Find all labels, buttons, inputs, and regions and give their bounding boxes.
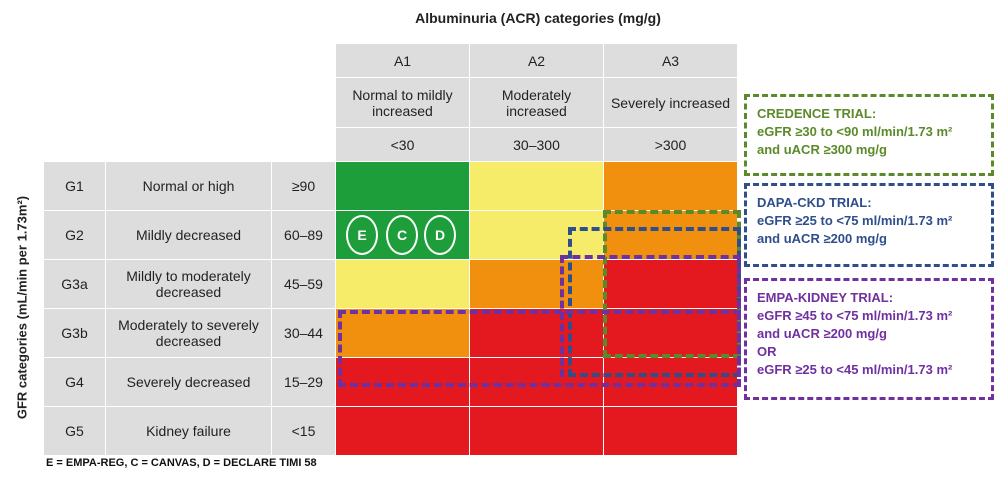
dapa-line-2: and uACR ≥200 mg/g	[757, 231, 887, 246]
risk-cell-yellow	[470, 211, 604, 260]
row-label-code: G3b	[44, 309, 106, 358]
row-label-range: <15	[272, 407, 336, 456]
credence-trial-box: CREDENCE TRIAL: eGFR ≥30 to <90 ml/min/1…	[744, 94, 994, 176]
risk-cell-red	[470, 309, 604, 358]
column-header-desc: Moderately increased	[470, 78, 604, 128]
risk-cell-orange	[604, 211, 738, 260]
risk-cell-yellow	[336, 260, 470, 309]
row-label-desc: Moderately to severely decreased	[106, 309, 272, 358]
column-header-code: A3	[604, 44, 738, 78]
chart-title: Albuminuria (ACR) categories (mg/g)	[415, 10, 661, 26]
row-label-desc: Normal or high	[106, 162, 272, 211]
risk-cell-yellow	[470, 162, 604, 211]
credence-line-1: eGFR ≥30 to <90 ml/min/1.73 m²	[757, 124, 953, 139]
risk-cell-red	[336, 358, 470, 407]
trial-marker-d: D	[424, 215, 456, 255]
empa-line-1: eGFR ≥45 to <75 ml/min/1.73 m²	[757, 308, 953, 323]
risk-cell-red	[336, 407, 470, 456]
row-label-desc: Mildly to moderately decreased	[106, 260, 272, 309]
risk-cell-orange	[336, 309, 470, 358]
row-label-desc: Kidney failure	[106, 407, 272, 456]
risk-cell-red	[604, 358, 738, 407]
dapa-trial-box: DAPA-CKD TRIAL: eGFR ≥25 to <75 ml/min/1…	[744, 183, 994, 267]
empa-line-3: OR	[757, 344, 777, 359]
y-axis-label: GFR categories (mL/min per 1.73m²)	[14, 195, 30, 420]
empa-trial-box: EMPA-KIDNEY TRIAL: eGFR ≥45 to <75 ml/mi…	[744, 278, 994, 400]
footnote: E = EMPA-REG, C = CANVAS, D = DECLARE TI…	[46, 457, 317, 469]
column-header-range: >300	[604, 128, 738, 162]
column-header-code: A2	[470, 44, 604, 78]
row-label-range: 15–29	[272, 358, 336, 407]
empa-line-4: eGFR ≥25 to <45 ml/min/1.73 m²	[757, 362, 953, 377]
trial-marker-c: C	[386, 215, 418, 255]
row-label-code: G2	[44, 211, 106, 260]
row-label-range: 45–59	[272, 260, 336, 309]
row-label-range: 60–89	[272, 211, 336, 260]
risk-cell-orange	[604, 162, 738, 211]
row-label-code: G5	[44, 407, 106, 456]
row-label-range: 30–44	[272, 309, 336, 358]
column-header-desc: Severely increased	[604, 78, 738, 128]
credence-title: CREDENCE TRIAL:	[757, 106, 877, 121]
row-label-code: G4	[44, 358, 106, 407]
dapa-line-1: eGFR ≥25 to <75 ml/min/1.73 m²	[757, 213, 953, 228]
column-header-code: A1	[336, 44, 470, 78]
risk-cell-red	[604, 309, 738, 358]
credence-line-2: and uACR ≥300 mg/g	[757, 142, 887, 157]
risk-cell-green	[336, 162, 470, 211]
column-header-desc: Normal to mildly increased	[336, 78, 470, 128]
column-header-range: <30	[336, 128, 470, 162]
row-label-range: ≥90	[272, 162, 336, 211]
dapa-title: DAPA-CKD TRIAL:	[757, 195, 872, 210]
row-label-desc: Mildly decreased	[106, 211, 272, 260]
row-label-code: G3a	[44, 260, 106, 309]
risk-cell-red	[470, 358, 604, 407]
risk-cell-red	[604, 407, 738, 456]
risk-cell-red	[470, 407, 604, 456]
trial-marker-e: E	[346, 215, 378, 255]
empa-line-2: and uACR ≥200 mg/g	[757, 326, 887, 341]
risk-cell-orange	[470, 260, 604, 309]
risk-cell-red	[604, 260, 738, 309]
row-label-code: G1	[44, 162, 106, 211]
column-header-range: 30–300	[470, 128, 604, 162]
row-label-desc: Severely decreased	[106, 358, 272, 407]
empa-title: EMPA-KIDNEY TRIAL:	[757, 290, 894, 305]
